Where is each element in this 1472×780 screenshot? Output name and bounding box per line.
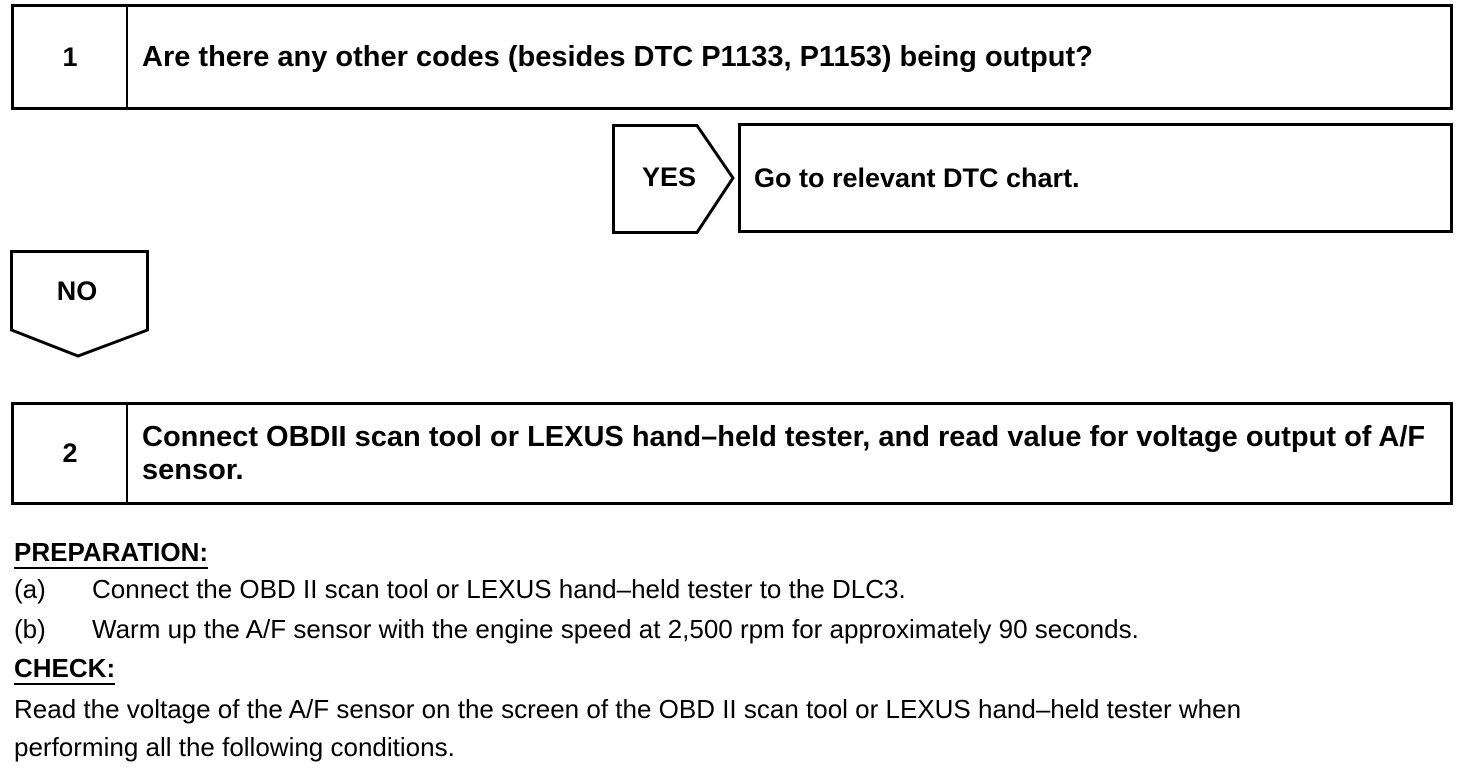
yes-result-text: Go to relevant DTC chart. (754, 162, 1080, 193)
no-arrow-icon (10, 250, 149, 358)
yes-label: YES (641, 162, 697, 192)
step-1-question: Are there any other codes (besides DTC P… (142, 40, 1093, 73)
yes-arrow-icon (612, 124, 735, 234)
yes-result-box: Go to relevant DTC chart. (738, 123, 1453, 233)
step-2-box: 2 Connect OBDII scan tool or LEXUS hand–… (11, 402, 1453, 505)
check-text-line: Read the voltage of the A/F sensor on th… (14, 694, 1242, 724)
step-2-number: 2 (14, 405, 128, 502)
check-heading: CHECK: (14, 653, 116, 685)
preparation-item-marker: (b) (14, 614, 46, 644)
preparation-item-text: Warm up the A/F sensor with the engine s… (92, 614, 1139, 644)
preparation-item-text: Connect the OBD II scan tool or LEXUS ha… (92, 574, 906, 604)
no-label: NO (56, 276, 98, 306)
preparation-item: (a) Connect the OBD II scan tool or LEXUS… (14, 574, 906, 604)
check-text-line: performing all the following conditions. (14, 732, 455, 762)
step-2-question: Connect OBDII scan tool or LEXUS hand–he… (142, 421, 1426, 486)
preparation-item-marker: (a) (14, 574, 46, 604)
step-1-box: 1 Are there any other codes (besides DTC… (11, 4, 1453, 110)
preparation-heading: PREPARATION: (14, 537, 209, 569)
step-1-number: 1 (14, 7, 128, 107)
preparation-item: (b) Warm up the A/F sensor with the engin… (14, 614, 1139, 644)
